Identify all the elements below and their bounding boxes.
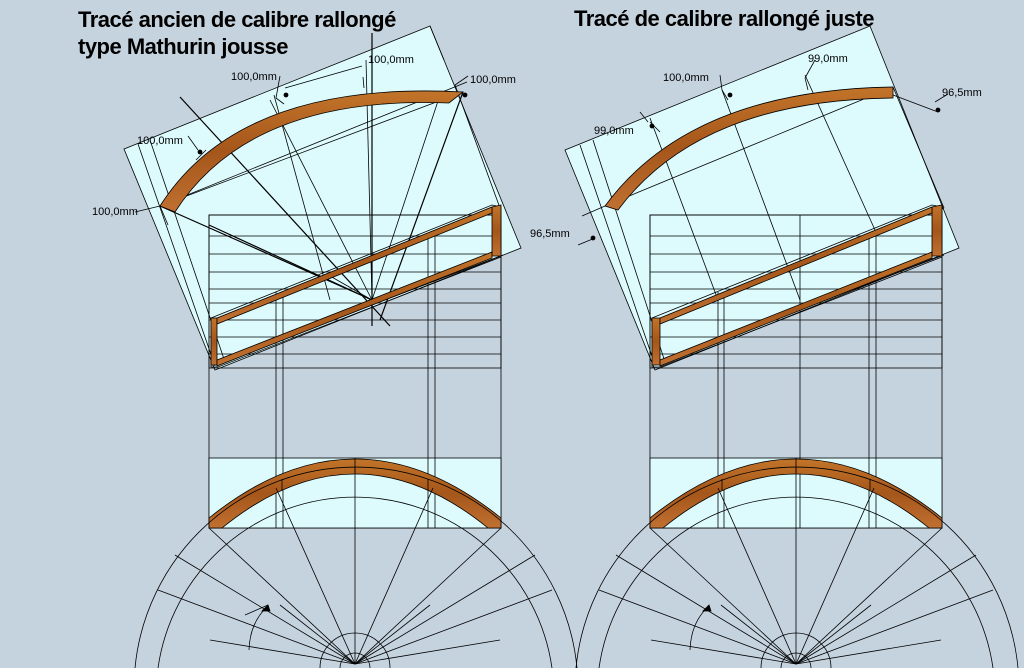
left-outer-circle — [134, 466, 578, 668]
left-dim-top-right: 100,0mm — [470, 74, 516, 86]
left-slanted-strip — [210, 204, 502, 368]
right-drawing — [564, 25, 1019, 668]
right-dim-side-right: 96,5mm — [942, 87, 982, 99]
left-dim-top-center: 100,0mm — [368, 54, 414, 66]
left-title-line2: type Mathurin jousse — [78, 34, 289, 59]
left-drawing — [123, 25, 578, 668]
right-dim-top-right: 99,0mm — [808, 53, 848, 65]
right-dim-side-left: 96,5mm — [530, 228, 570, 240]
right-dim-top-left: 100,0mm — [663, 72, 709, 84]
left-dimension-labels: 100,0mm 100,0mm 100,0mm 100,0mm 100,0mm — [92, 54, 516, 218]
left-tilted-arch — [159, 90, 465, 213]
left-lower-arch — [208, 458, 502, 529]
right-dim-mid-left: 99,0mm — [594, 125, 634, 137]
left-dim-mid-left: 100,0mm — [137, 135, 183, 147]
right-outer-circle — [575, 466, 1019, 668]
left-title-line1: Tracé ancien de calibre rallongé — [78, 7, 396, 32]
left-dim-side-left: 100,0mm — [92, 206, 138, 218]
left-dim-top-left: 100,0mm — [231, 71, 277, 83]
right-dimension-labels: 100,0mm 99,0mm 96,5mm 99,0mm 96,5mm — [530, 53, 982, 240]
right-slanted-strip — [651, 204, 943, 368]
right-title: Tracé de calibre rallongé juste — [574, 6, 874, 31]
right-tilted-arch — [604, 86, 894, 211]
right-lower-arch — [649, 458, 943, 529]
